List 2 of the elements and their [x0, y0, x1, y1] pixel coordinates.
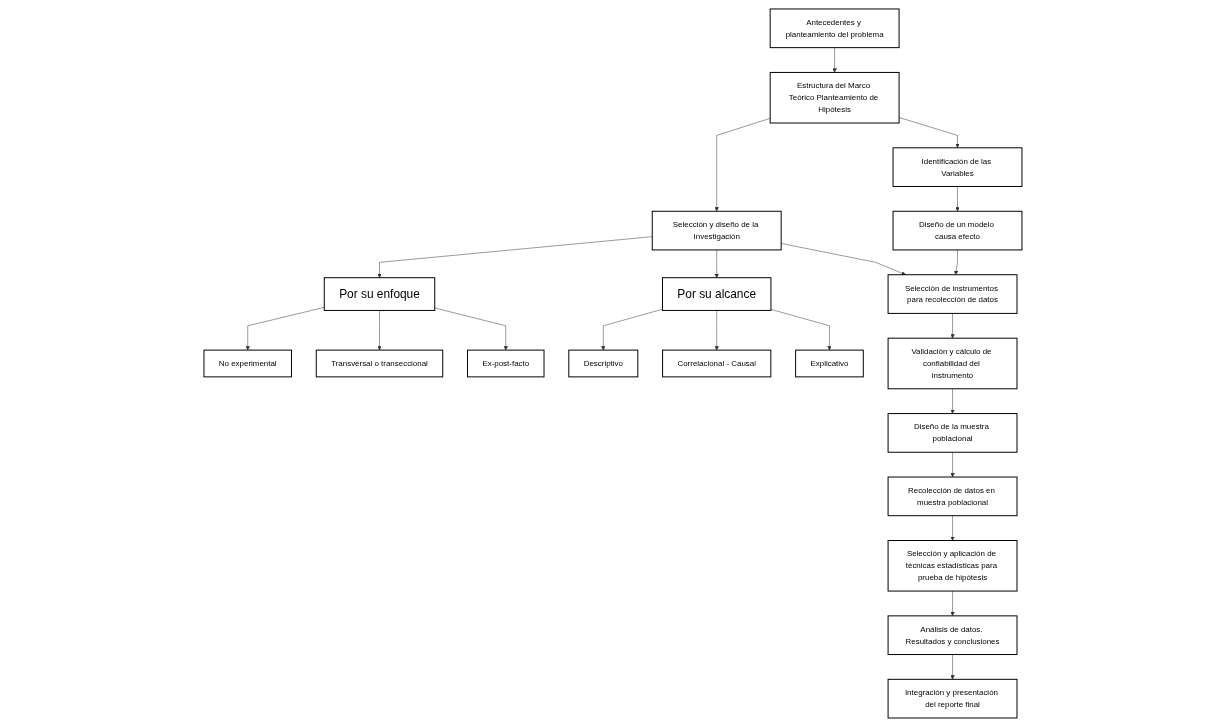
node-box: Por su enfoque — [323, 277, 435, 311]
node-box: Por su alcance — [661, 277, 771, 311]
